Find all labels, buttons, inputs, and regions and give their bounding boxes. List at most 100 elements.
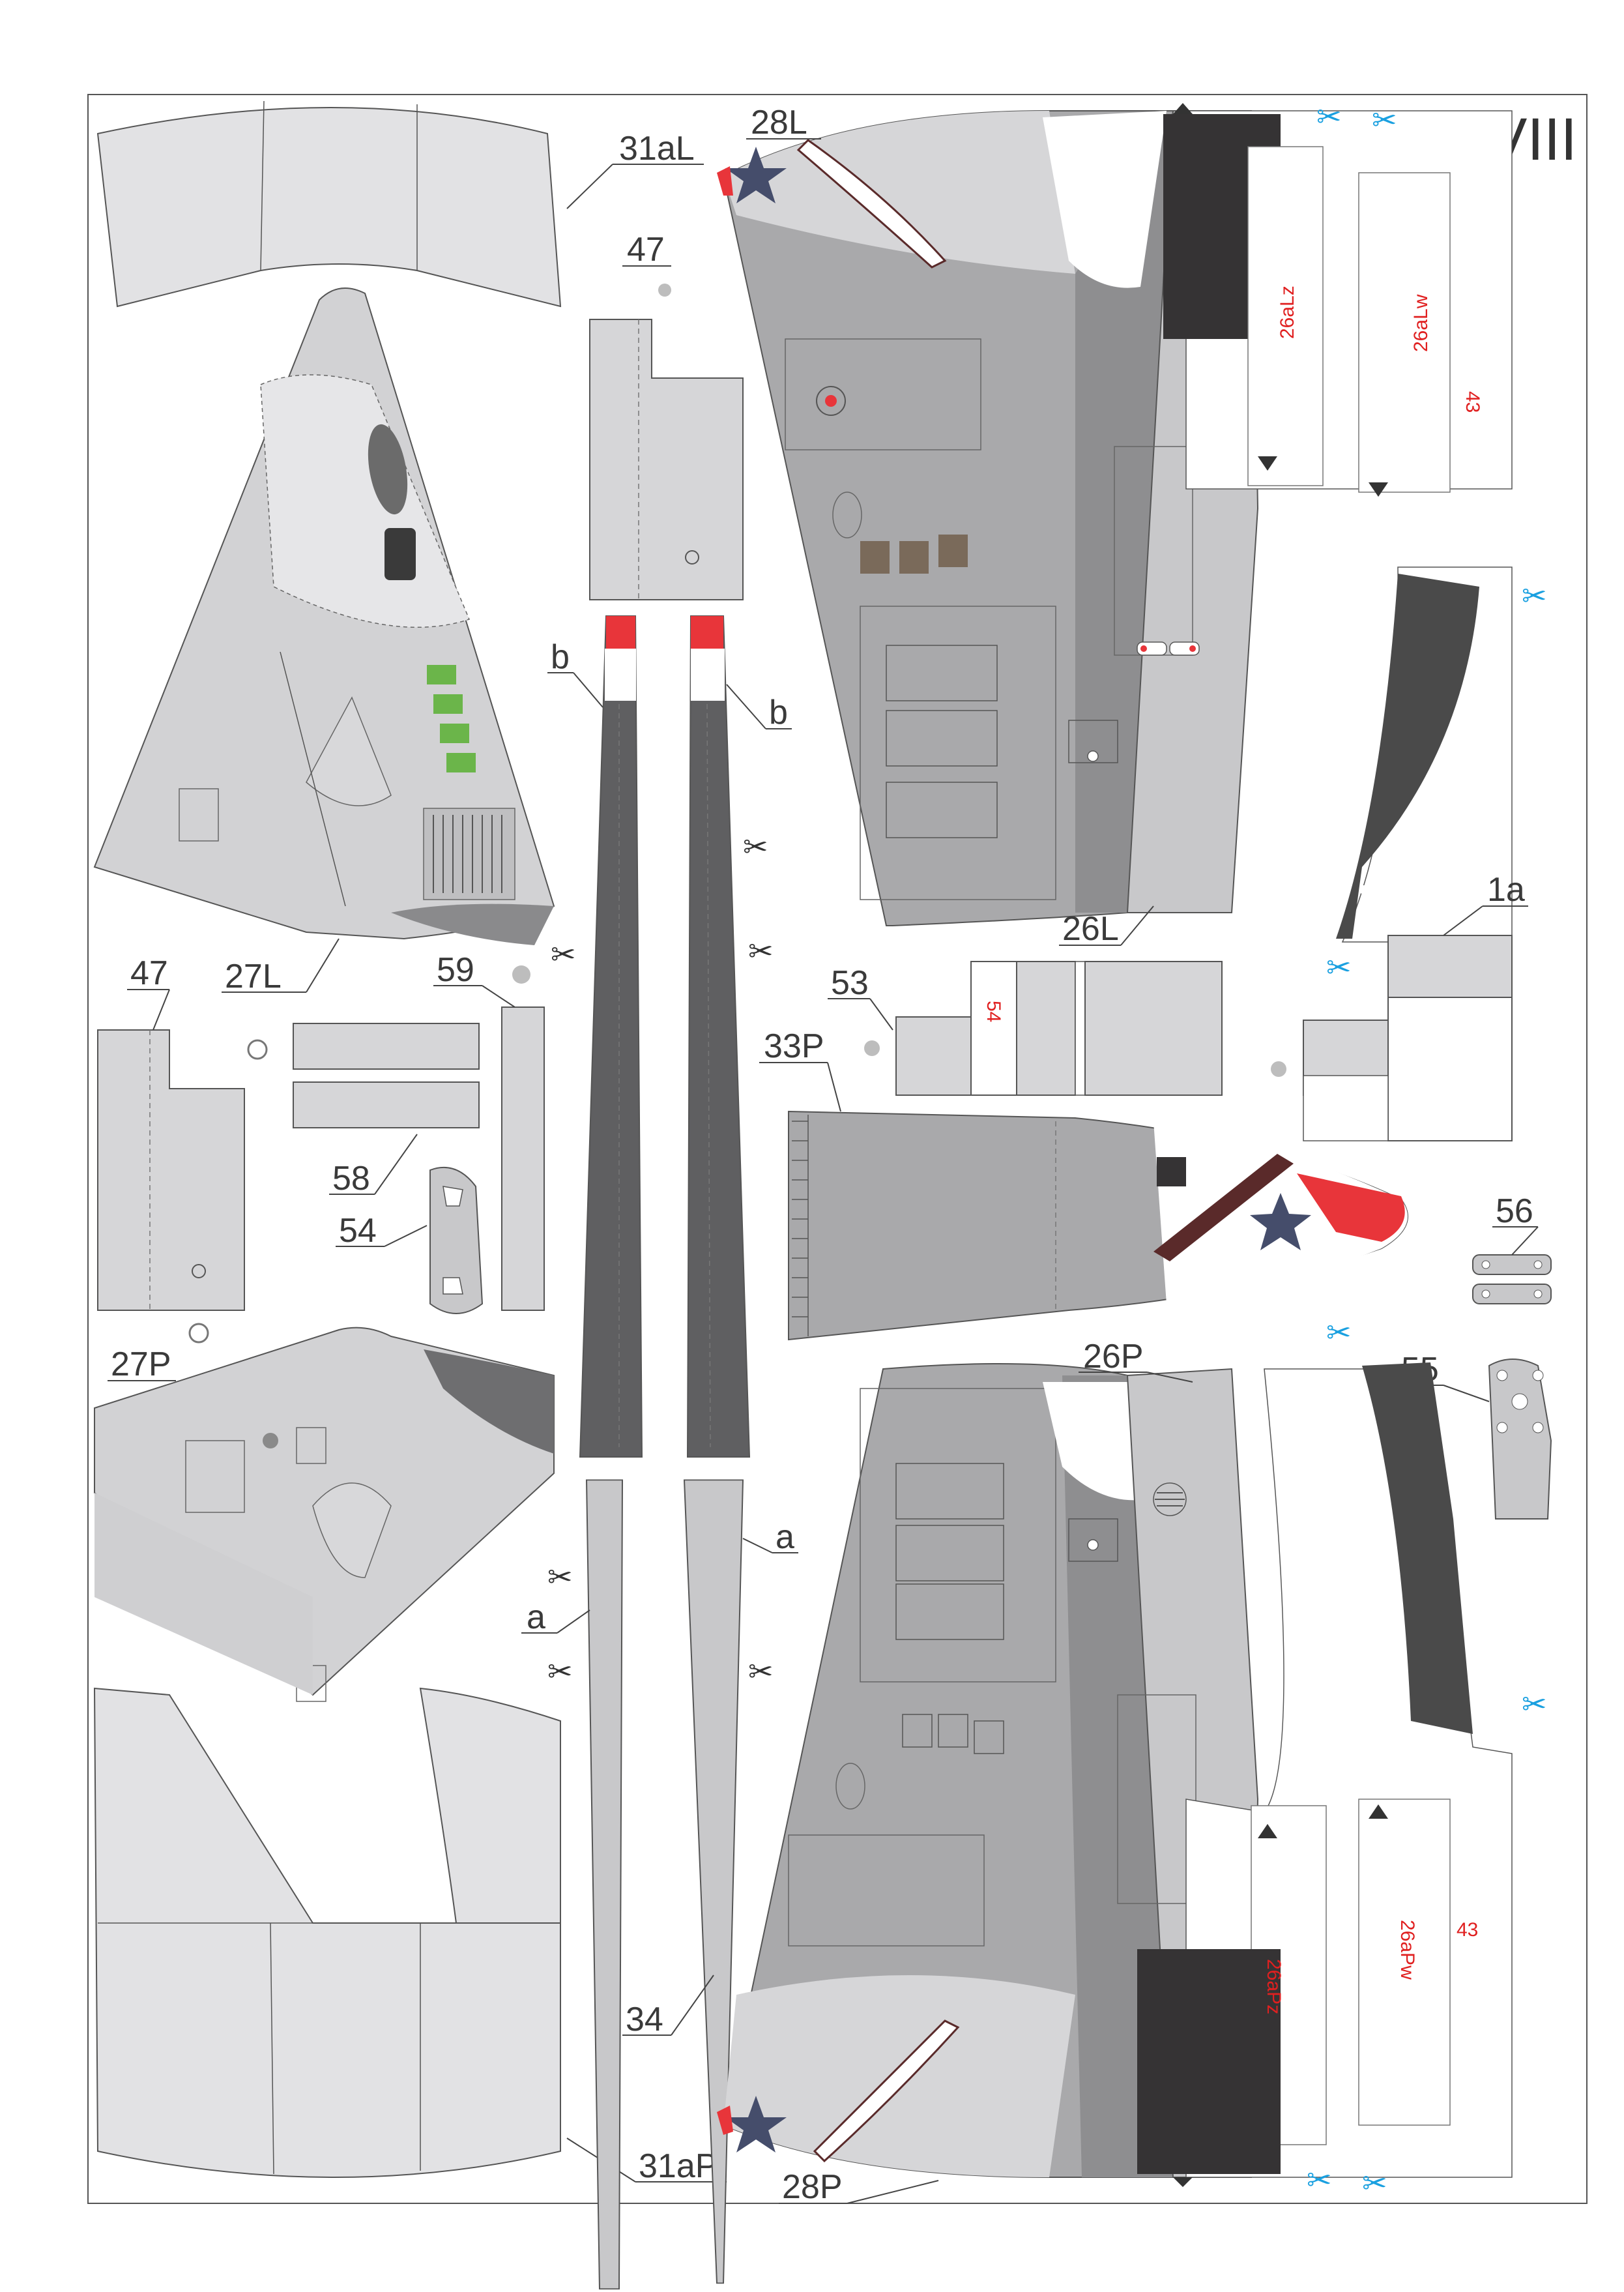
- part-31aL: [96, 100, 562, 308]
- label-31aL: 31aL: [566, 130, 704, 209]
- part-34-left: [585, 1479, 624, 2290]
- scissors-icon: ✂: [748, 933, 774, 969]
- part-47-top: [589, 284, 744, 600]
- svg-text:33P: 33P: [764, 1027, 824, 1065]
- scissors-icon: ✂: [1362, 2166, 1387, 2201]
- label-47-mid: 47: [127, 954, 170, 1031]
- label-28P: 28P: [779, 2168, 939, 2206]
- mark-54: 54: [983, 1001, 1004, 1022]
- part-56: [1472, 1254, 1552, 1304]
- part-27P: [94, 1327, 555, 1702]
- svg-text:b: b: [769, 694, 788, 731]
- part-28L-26L: [717, 110, 1174, 926]
- svg-text:28P: 28P: [782, 2168, 843, 2206]
- svg-text:1a: 1a: [1487, 871, 1525, 909]
- label-27L: 27L: [222, 938, 340, 995]
- part-33P: [788, 1110, 1408, 1341]
- svg-text:✂: ✂: [1326, 1315, 1352, 1350]
- svg-text:53: 53: [831, 964, 869, 1002]
- svg-text:✂: ✂: [547, 1654, 573, 1689]
- label-26L: 26L: [1059, 905, 1154, 948]
- svg-text:31aL: 31aL: [619, 130, 695, 168]
- part-26P-28P: [717, 1363, 1174, 2178]
- part-strip-b-left: [579, 615, 643, 1458]
- label-27P: 27P: [108, 1345, 176, 1383]
- mark-43-top: 43: [1462, 391, 1483, 413]
- scissors-icon: ✂: [1307, 2162, 1332, 2197]
- svg-text:58: 58: [332, 1160, 370, 1197]
- part-53: [864, 961, 1223, 1096]
- mark-26aPw: 26aPw: [1397, 1920, 1418, 1980]
- part-strip-b-right: [686, 615, 751, 1458]
- svg-text:b: b: [551, 638, 570, 676]
- star-insignia-icon: [1250, 1193, 1311, 1250]
- scissors-icon: ✂: [1522, 1686, 1547, 1722]
- scissors-icon: ✂: [551, 937, 576, 972]
- mark-26aLz: 26aLz: [1277, 286, 1298, 339]
- svg-text:✂: ✂: [743, 829, 768, 864]
- part-27L: [93, 287, 555, 945]
- svg-text:✂: ✂: [1372, 102, 1397, 138]
- svg-text:54: 54: [339, 1212, 377, 1250]
- scissors-icon: ✂: [1326, 950, 1352, 985]
- svg-text:✂: ✂: [551, 937, 576, 972]
- label-58: 58: [329, 1134, 418, 1197]
- svg-text:✂: ✂: [1326, 950, 1352, 985]
- scissors-icon: ✂: [1316, 99, 1342, 134]
- svg-text:26P: 26P: [1083, 1338, 1144, 1375]
- part-55: [1488, 1359, 1552, 1520]
- label-47-top: 47: [622, 231, 671, 269]
- label-33P: 33P: [759, 1027, 841, 1112]
- svg-text:✂: ✂: [1316, 99, 1342, 134]
- mark-26aPz: 26aPz: [1263, 1959, 1284, 2014]
- svg-text:31aP: 31aP: [639, 2147, 718, 2185]
- label-28L: 28L: [746, 104, 821, 141]
- svg-text:26L: 26L: [1062, 910, 1119, 948]
- svg-text:✂: ✂: [1362, 2166, 1387, 2201]
- part-26aL-panels: [1163, 103, 1513, 943]
- svg-text:47: 47: [130, 954, 168, 992]
- svg-text:a: a: [776, 1518, 794, 1556]
- star-insignia-icon: [725, 147, 787, 203]
- label-31aP: 31aP: [566, 2138, 727, 2185]
- svg-text:28L: 28L: [751, 104, 807, 141]
- part-26aP-panels: [1137, 1362, 1513, 2187]
- svg-text:59: 59: [437, 951, 474, 989]
- label-26P: 26P: [1079, 1338, 1193, 1383]
- mark-43-bottom: 43: [1457, 1919, 1478, 1941]
- svg-text:47: 47: [627, 231, 665, 269]
- scissors-icon: ✂: [1326, 1315, 1352, 1350]
- svg-text:✂: ✂: [1307, 2162, 1332, 2197]
- label-56: 56: [1492, 1192, 1539, 1256]
- label-a-right: a: [742, 1518, 798, 1556]
- svg-text:27P: 27P: [111, 1345, 171, 1383]
- label-b-right: b: [726, 684, 792, 731]
- svg-text:✂: ✂: [1522, 1686, 1547, 1722]
- svg-text:✂: ✂: [748, 933, 774, 969]
- label-a-left: a: [521, 1598, 590, 1636]
- svg-text:34: 34: [626, 2001, 663, 2038]
- scissors-icon: ✂: [1522, 578, 1547, 613]
- part-1a: [1271, 935, 1513, 1141]
- label-b-left: b: [547, 638, 603, 708]
- label-53: 53: [828, 964, 893, 1031]
- svg-text:✂: ✂: [1522, 578, 1547, 613]
- scissors-icon: ✂: [743, 829, 768, 864]
- part-59: [501, 965, 545, 1311]
- svg-text:✂: ✂: [547, 1559, 573, 1594]
- label-54: 54: [336, 1212, 428, 1250]
- scissors-icon: ✂: [547, 1559, 573, 1594]
- scissors-icon: ✂: [748, 1654, 774, 1689]
- part-31aP: [93, 1687, 561, 2178]
- part-58: [293, 1023, 480, 1128]
- mark-26aLw: 26aLw: [1410, 294, 1432, 352]
- part-47-mid: [97, 1029, 268, 1344]
- label-59: 59: [433, 951, 515, 1008]
- scissors-icon: ✂: [1372, 102, 1397, 138]
- svg-text:✂: ✂: [748, 1654, 774, 1689]
- star-insignia-icon: [725, 2096, 787, 2152]
- svg-text:a: a: [527, 1598, 545, 1636]
- label-1a: 1a: [1443, 871, 1528, 936]
- label-34: 34: [622, 1975, 714, 2038]
